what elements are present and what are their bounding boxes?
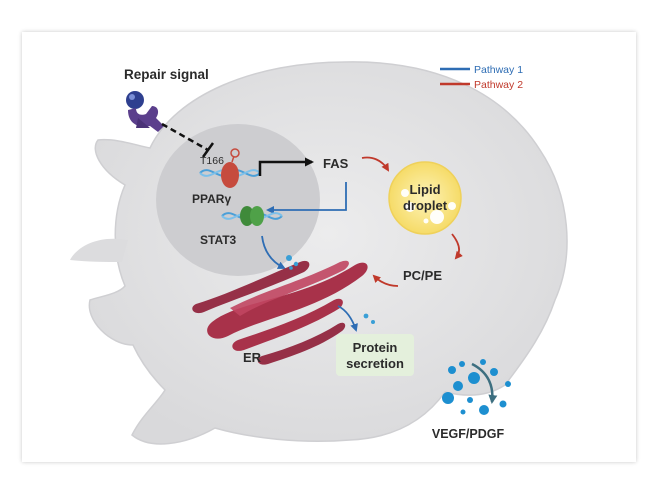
vegf-pdgf-label: VEGF/PDGF	[432, 427, 505, 441]
vesicle-dot	[289, 266, 293, 270]
pcpe-label: PC/PE	[403, 268, 442, 283]
receptor-icon	[128, 106, 164, 132]
lipid-vesicle	[423, 218, 429, 224]
er-label: ER	[243, 350, 262, 365]
stat3-protein-icon	[240, 206, 264, 226]
ligand-ball-icon	[126, 91, 144, 109]
vesicle-dot	[363, 313, 369, 319]
vesicle-dot	[293, 261, 299, 267]
er-to-secretion-arrow	[337, 305, 358, 332]
stat3-to-er-arrow	[261, 235, 286, 269]
vesicle-dot	[371, 320, 375, 324]
fas-label: FAS	[323, 156, 349, 171]
vesicle-dot	[286, 255, 292, 261]
lipid-vesicle	[430, 210, 444, 224]
pcpe-to-er-arrow	[372, 274, 399, 287]
stat3-label: STAT3	[200, 233, 237, 247]
inhibition-line	[161, 122, 209, 152]
legend-pathway1-label: Pathway 1	[474, 64, 523, 76]
fas-to-stat3-arrow	[266, 182, 347, 214]
protein-secretion-label-line2: secretion	[346, 356, 404, 371]
fas-to-lipid-arrow	[361, 156, 390, 172]
ppar-protein-icon	[221, 162, 239, 188]
lipid-vesicle	[448, 202, 456, 210]
phospho-site-icon	[230, 148, 240, 158]
cell-extension-left	[70, 238, 128, 262]
nucleus	[156, 124, 320, 276]
ligand-ball-highlight	[129, 94, 135, 100]
secreted-factors	[442, 359, 511, 415]
ppar-label: PPARγ	[192, 192, 231, 206]
lipid-vesicle	[405, 202, 415, 212]
t166-label: T166	[200, 155, 224, 167]
inhibition-bar	[201, 142, 215, 158]
protein-secretion-box	[336, 334, 414, 376]
receptor-stem	[136, 118, 150, 128]
repair-signal-label: Repair signal	[124, 67, 209, 82]
lipid-vesicle	[401, 189, 409, 197]
cell-body	[88, 61, 568, 445]
lipid-label-line1: Lipid	[409, 182, 440, 197]
legend-pathway2-label: Pathway 2	[474, 79, 523, 91]
secretion-out-arrow	[471, 362, 498, 404]
ppar-to-fas-arrow	[258, 157, 314, 176]
lipid-label-line2: droplet	[403, 198, 448, 213]
er-organelle	[192, 260, 368, 365]
protein-secretion-label-line1: Protein	[353, 340, 398, 355]
lipid-to-pcpe-arrow	[451, 233, 463, 260]
